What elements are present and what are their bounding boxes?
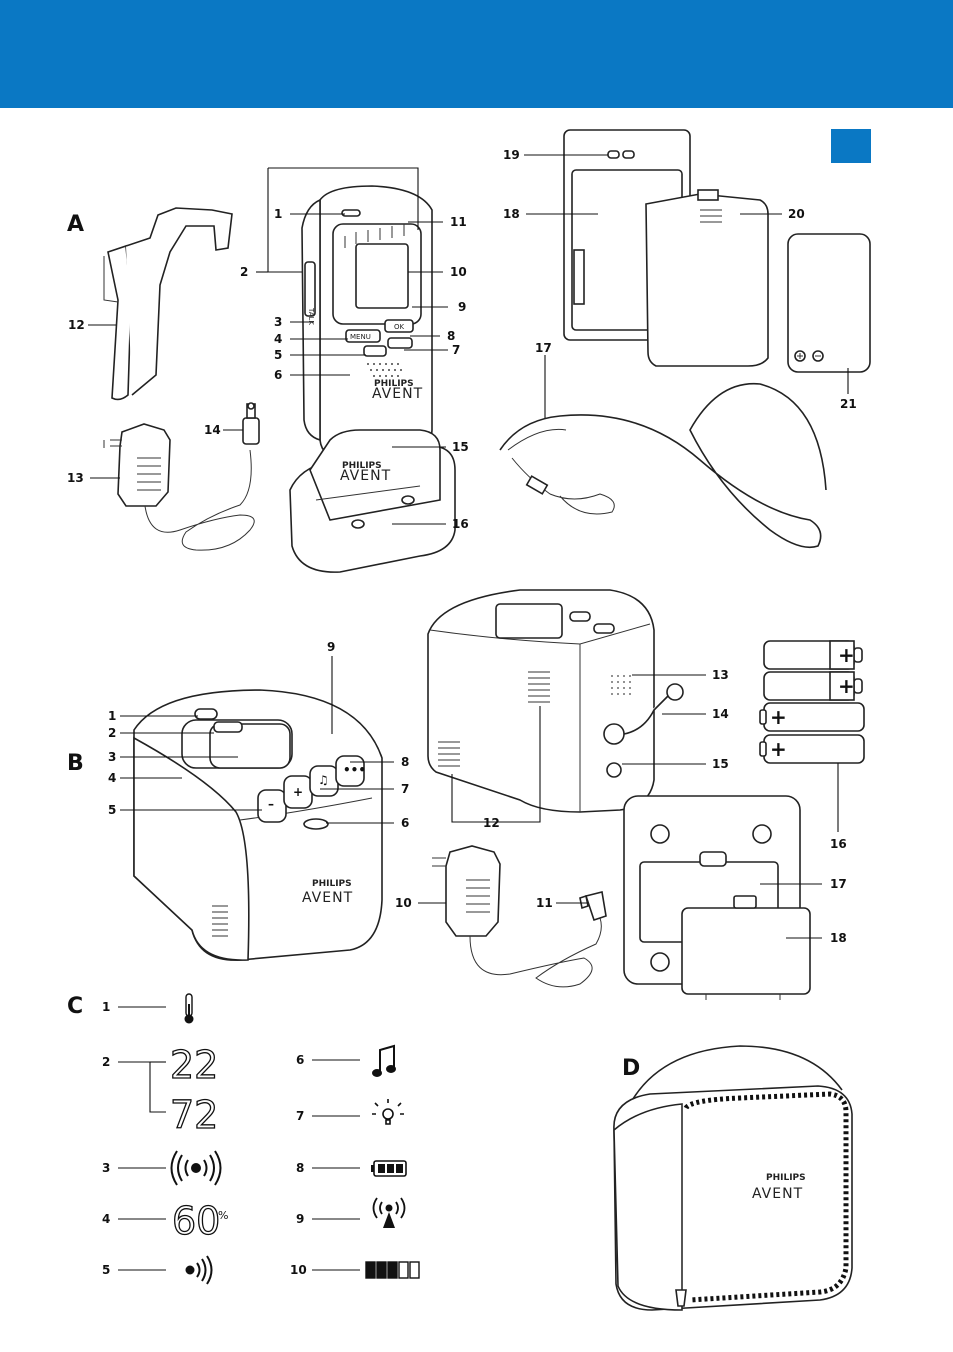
menu-label: MENU	[350, 333, 371, 341]
svg-text:+: +	[838, 674, 855, 698]
callout-a-4: 4	[274, 332, 282, 346]
plug-a	[243, 403, 259, 444]
brand-avent-charger: AVENT	[340, 468, 391, 484]
callout-b-1: 1	[108, 709, 116, 723]
callout-b-2: 2	[108, 726, 116, 740]
charger-base: PHILIPS AVENT	[290, 430, 455, 572]
battery-full-icon	[371, 1161, 406, 1176]
callout-b-9: 9	[327, 640, 335, 654]
callout-a-8: 8	[447, 329, 455, 343]
callout-b-6: 6	[401, 816, 409, 830]
brand-avent-d: AVENT	[752, 1186, 803, 1202]
callout-c-8: 8	[296, 1161, 304, 1175]
aa-batteries: + + + +	[760, 641, 864, 763]
callout-b-11: 11	[536, 896, 553, 910]
neck-strap	[500, 384, 826, 548]
thermometer-icon	[185, 994, 194, 1024]
callout-a-18: 18	[503, 207, 520, 221]
callout-a-21: 21	[840, 397, 857, 411]
callout-c-6: 6	[296, 1053, 304, 1067]
callout-b-17: 17	[830, 877, 847, 891]
callout-b-7: 7	[401, 782, 409, 796]
callout-b-8: 8	[401, 755, 409, 769]
callout-c-9: 9	[296, 1212, 304, 1226]
callout-a-17: 17	[535, 341, 552, 355]
sound-level-icon	[187, 1256, 212, 1284]
callout-c-7: 7	[296, 1109, 304, 1123]
section-label-d: D	[622, 1056, 640, 1081]
callout-b-4: 4	[108, 771, 116, 785]
callout-a-15: 15	[452, 440, 469, 454]
callout-b-16: 16	[830, 837, 847, 851]
belt-clip	[104, 208, 232, 399]
callout-c-3: 3	[102, 1161, 110, 1175]
svg-text:–: –	[268, 797, 274, 811]
callout-a-13: 13	[67, 471, 84, 485]
brand-philips-d: PHILIPS	[766, 1173, 806, 1183]
brand-avent-b: AVENT	[302, 890, 353, 906]
callout-a-7: 7	[452, 343, 460, 357]
svg-text:+: +	[770, 737, 787, 761]
brand-avent-a: AVENT	[372, 386, 423, 402]
callout-a-12: 12	[68, 318, 85, 332]
night-light-icon	[372, 1099, 404, 1124]
callout-c-10: 10	[290, 1263, 307, 1277]
svg-text:+: +	[770, 705, 787, 729]
humidity-unit: %	[218, 1209, 228, 1222]
callout-b-5: 5	[108, 803, 116, 817]
callout-a-6: 6	[274, 368, 282, 382]
callout-a-1: 1	[274, 207, 282, 221]
battery-compartment-a	[564, 130, 768, 366]
adapter-b	[432, 846, 606, 987]
callout-a-2: 2	[240, 265, 248, 279]
talk-label: TALK	[307, 307, 315, 325]
section-label-b: B	[67, 751, 84, 776]
music-note-icon	[373, 1046, 395, 1076]
callout-c-4: 4	[102, 1212, 110, 1226]
callout-c-5: 5	[102, 1263, 110, 1277]
ok-label: OK	[394, 323, 405, 331]
battery-pack	[788, 234, 870, 372]
baby-unit-back	[428, 590, 683, 812]
adapter-a	[104, 424, 254, 550]
callout-b-18: 18	[830, 931, 847, 945]
callout-a-5: 5	[274, 348, 282, 362]
carry-bag: PHILIPS AVENT	[614, 1046, 852, 1310]
section-label-c: C	[67, 994, 83, 1019]
parent-unit: TALK MENU OK PHILIPS AVENT	[302, 186, 432, 460]
callout-a-11: 11	[450, 215, 467, 229]
temp-celsius-display: 22	[170, 1043, 218, 1087]
svg-text:•••: •••	[343, 763, 366, 777]
temp-fahrenheit-display: 72	[170, 1093, 218, 1137]
callout-b-3: 3	[108, 750, 116, 764]
baby-unit-front: – + ♫ ••• PHILIPS AVENT	[134, 690, 382, 960]
svg-text:+: +	[838, 643, 855, 667]
callout-c-1: 1	[102, 1000, 110, 1014]
callout-c-2: 2	[102, 1055, 110, 1069]
link-antenna-icon	[374, 1198, 405, 1228]
callout-b-14: 14	[712, 707, 729, 721]
callout-a-14: 14	[204, 423, 221, 437]
battery-compartment-b	[624, 796, 810, 1000]
callout-a-20: 20	[788, 207, 805, 221]
callout-a-10: 10	[450, 265, 467, 279]
callout-b-10: 10	[395, 896, 412, 910]
callout-a-3: 3	[274, 315, 282, 329]
svg-text:+: +	[293, 785, 303, 799]
svg-text:♫: ♫	[318, 773, 329, 787]
callout-a-16: 16	[452, 517, 469, 531]
sound-level-bars-icon	[366, 1262, 419, 1278]
callout-b-15: 15	[712, 757, 729, 771]
signal-waves-icon	[172, 1151, 221, 1185]
callout-b-12: 12	[483, 816, 500, 830]
brand-philips-b: PHILIPS	[312, 879, 352, 889]
callout-a-9: 9	[458, 300, 466, 314]
callout-b-13: 13	[712, 668, 729, 682]
humidity-display: 60	[172, 1199, 220, 1243]
callout-a-19: 19	[503, 148, 520, 162]
section-label-a: A	[67, 212, 84, 237]
